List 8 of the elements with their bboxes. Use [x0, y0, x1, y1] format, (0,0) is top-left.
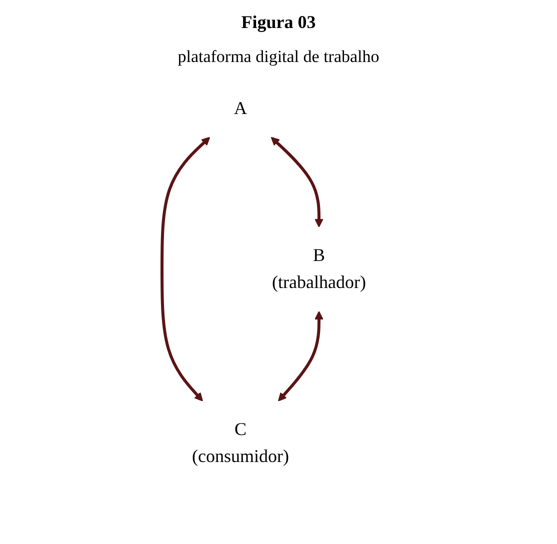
node-text: B (trabalhador) — [272, 244, 366, 292]
figure-caption: plataforma digital de trabalho — [176, 47, 380, 67]
arrow — [160, 136, 210, 401]
node-text: C (consumidor) — [192, 418, 288, 466]
node-text: A — [234, 98, 247, 118]
figure-title: Figura 03 — [240, 12, 317, 33]
arrow — [270, 136, 323, 227]
arrow — [278, 310, 323, 401]
